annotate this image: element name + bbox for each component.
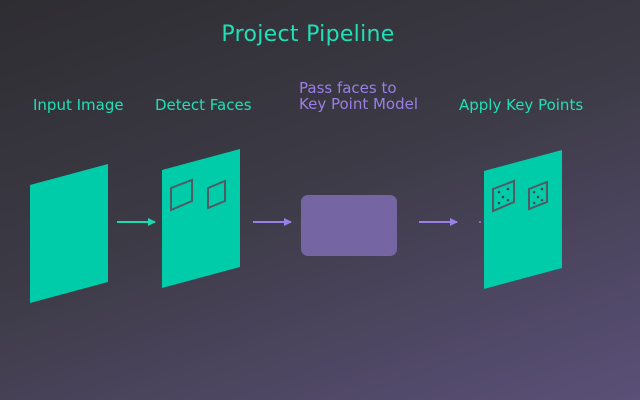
input-image-panel <box>30 164 108 303</box>
stage-label-apply-key-points: Apply Key Points <box>459 96 584 114</box>
stage-label-key-point-model: Pass faces to Key Point Model <box>299 79 419 113</box>
face-box-with-keypoints <box>528 180 548 211</box>
face-box-outline <box>170 178 193 212</box>
stage-label-input-image: Input Image <box>33 96 124 114</box>
face-box-outline <box>207 179 226 210</box>
diagram-title: Project Pipeline <box>221 22 395 47</box>
face-box-with-keypoints <box>492 179 515 213</box>
key-point-model-box <box>301 195 397 256</box>
detect-faces-panel <box>162 149 240 288</box>
stage-label-detect-faces: Detect Faces <box>155 96 252 114</box>
arrow-tail-dot <box>479 221 481 223</box>
apply-key-points-panel <box>484 150 562 289</box>
